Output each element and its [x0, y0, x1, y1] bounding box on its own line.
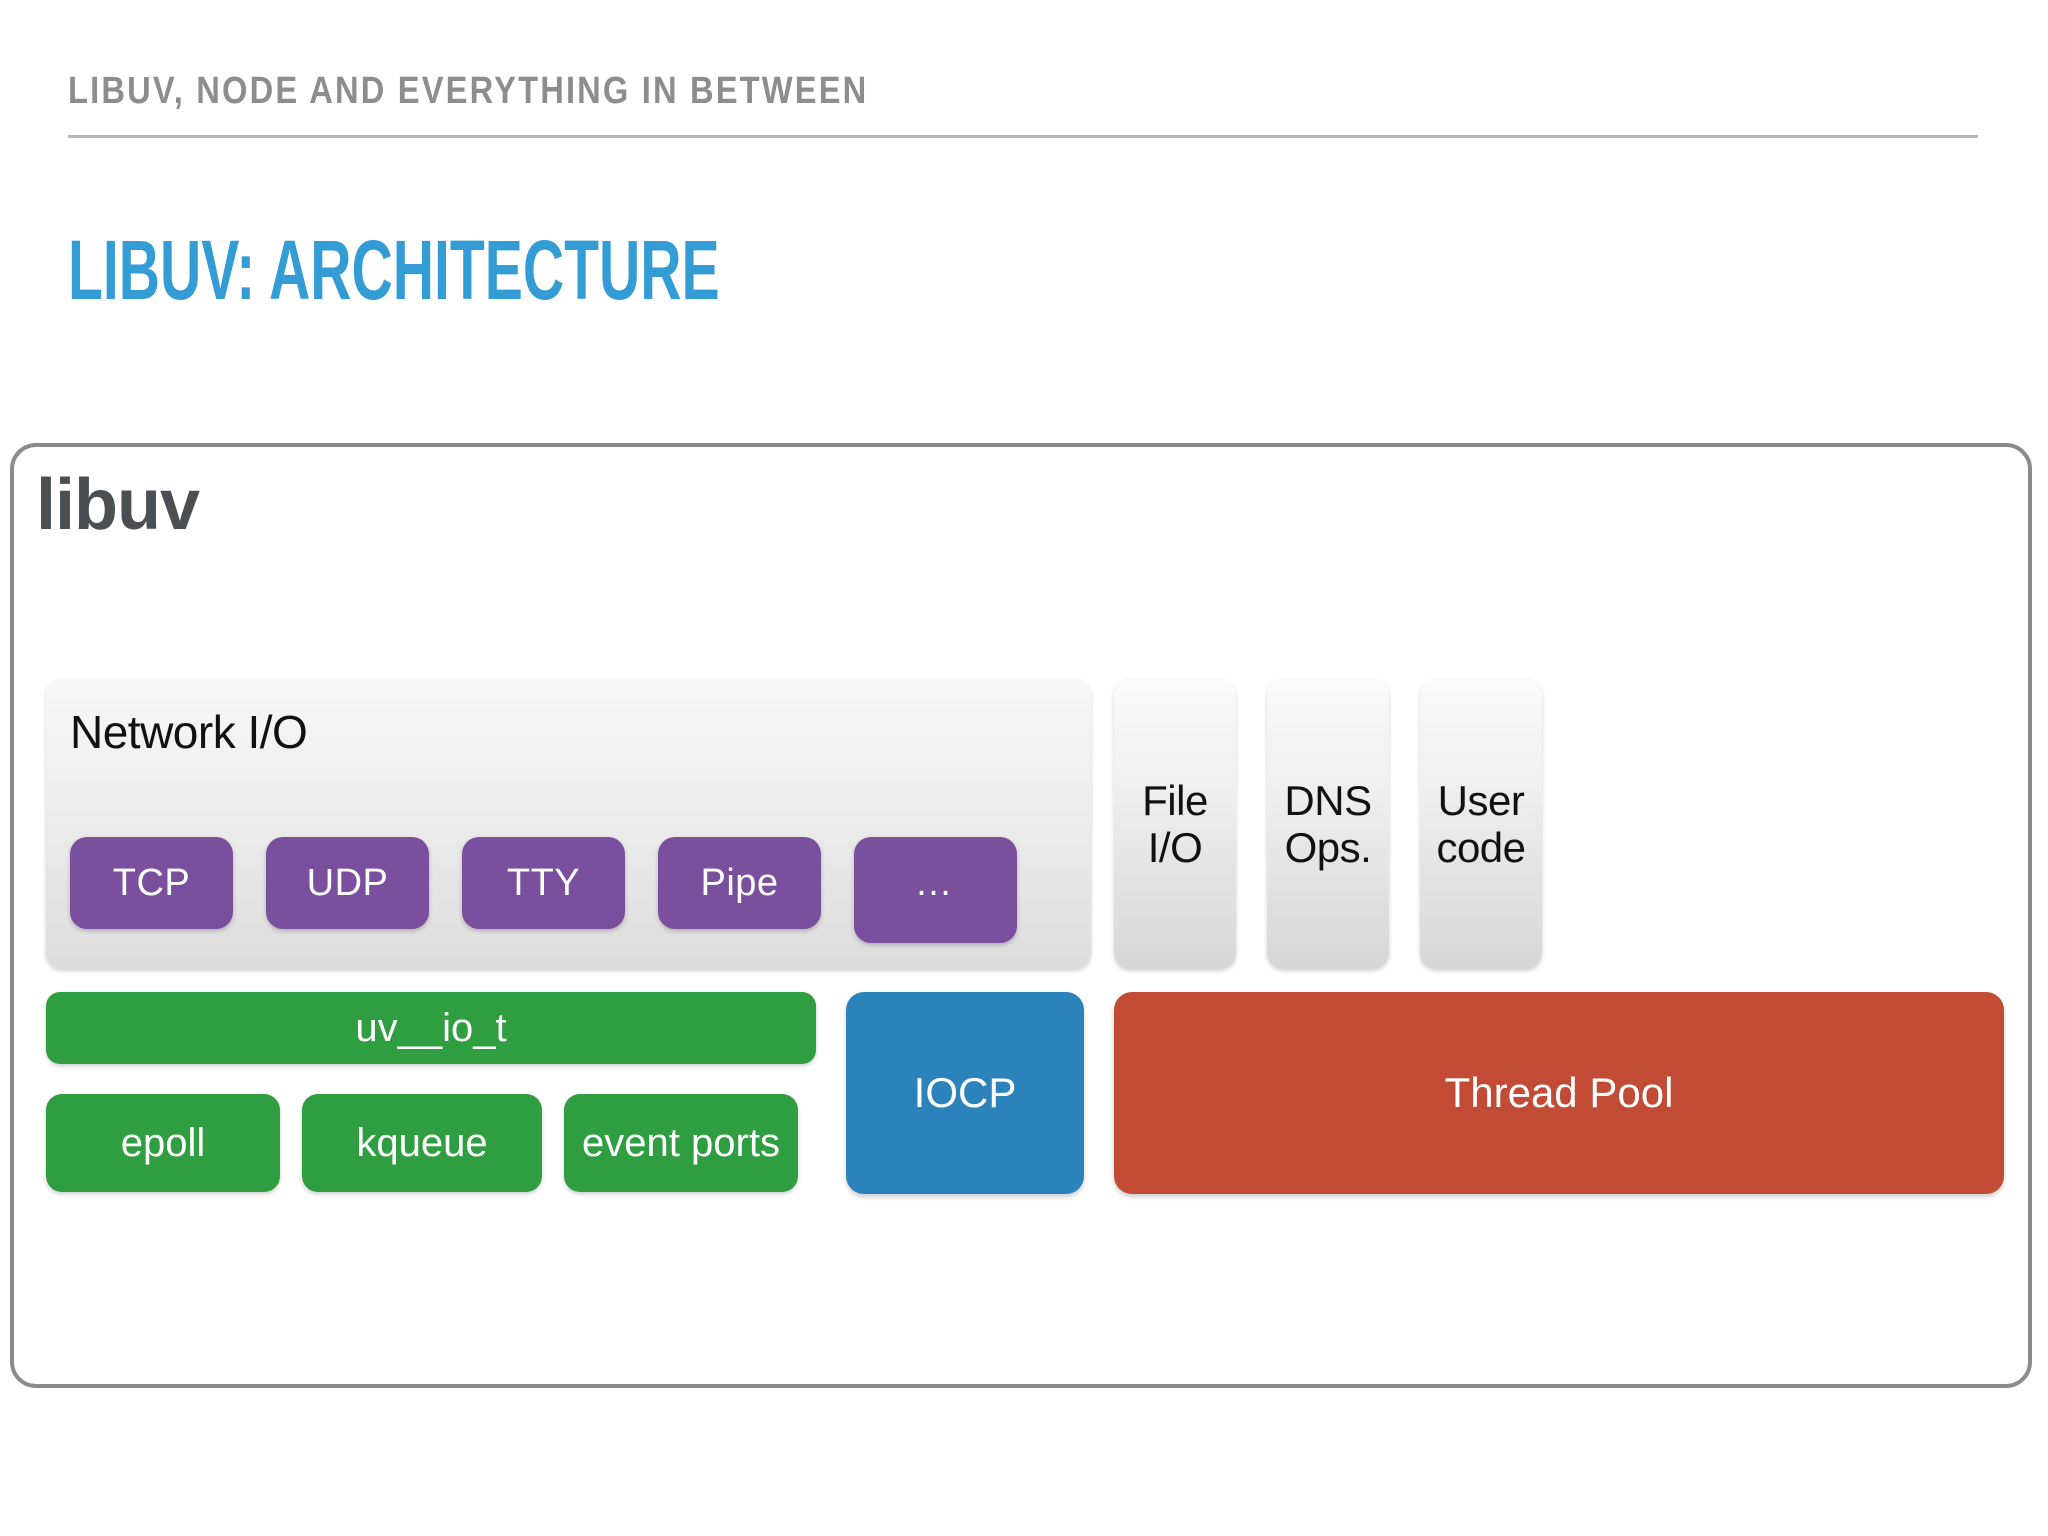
chip-kqueue: kqueue	[302, 1094, 542, 1192]
block-thread-pool: Thread Pool	[1114, 992, 2004, 1194]
column-dns-ops-line1: DNS	[1284, 776, 1372, 824]
column-file-io: File I/O	[1114, 679, 1236, 969]
chip-udp: UDP	[266, 837, 429, 929]
header-divider	[68, 135, 1978, 138]
column-file-io-line1: File	[1142, 776, 1208, 824]
chip-tty: TTY	[462, 837, 625, 929]
network-io-label: Network I/O	[70, 706, 308, 758]
io-backend-group: uv__io_t epoll kqueue event ports	[46, 992, 816, 1192]
column-user-code-line2: code	[1436, 824, 1526, 871]
network-io-chip-row: TCP UDP TTY Pipe …	[70, 837, 1017, 943]
slide-header: LIBUV, NODE AND EVERYTHING IN BETWEEN	[68, 70, 1978, 138]
backend-chip-row: epoll kqueue event ports	[46, 1094, 816, 1192]
chip-tcp: TCP	[70, 837, 233, 929]
page-title: LIBUV: ARCHITECTURE	[68, 223, 720, 317]
chip-pipe: Pipe	[658, 837, 821, 929]
uv-io-t-bar: uv__io_t	[46, 992, 816, 1064]
slide-kicker: LIBUV, NODE AND EVERYTHING IN BETWEEN	[68, 70, 869, 112]
block-iocp: IOCP	[846, 992, 1084, 1194]
column-file-io-line2: I/O	[1147, 824, 1203, 871]
libuv-wordmark: libuv	[36, 465, 200, 545]
column-user-code: User code	[1420, 679, 1542, 969]
column-dns-ops: DNS Ops.	[1267, 679, 1389, 969]
column-user-code-line1: User	[1437, 776, 1525, 824]
network-io-panel: Network I/O TCP UDP TTY Pipe …	[46, 679, 1091, 969]
chip-event-ports: event ports	[564, 1094, 798, 1192]
side-column-group: File I/O DNS Ops. User code	[1114, 679, 1542, 969]
chip-more: …	[854, 837, 1017, 943]
chip-epoll: epoll	[46, 1094, 280, 1192]
libuv-architecture-diagram: libuv Network I/O TCP UDP TTY Pipe … Fil…	[10, 443, 2032, 1388]
column-dns-ops-line2: Ops.	[1284, 824, 1372, 871]
